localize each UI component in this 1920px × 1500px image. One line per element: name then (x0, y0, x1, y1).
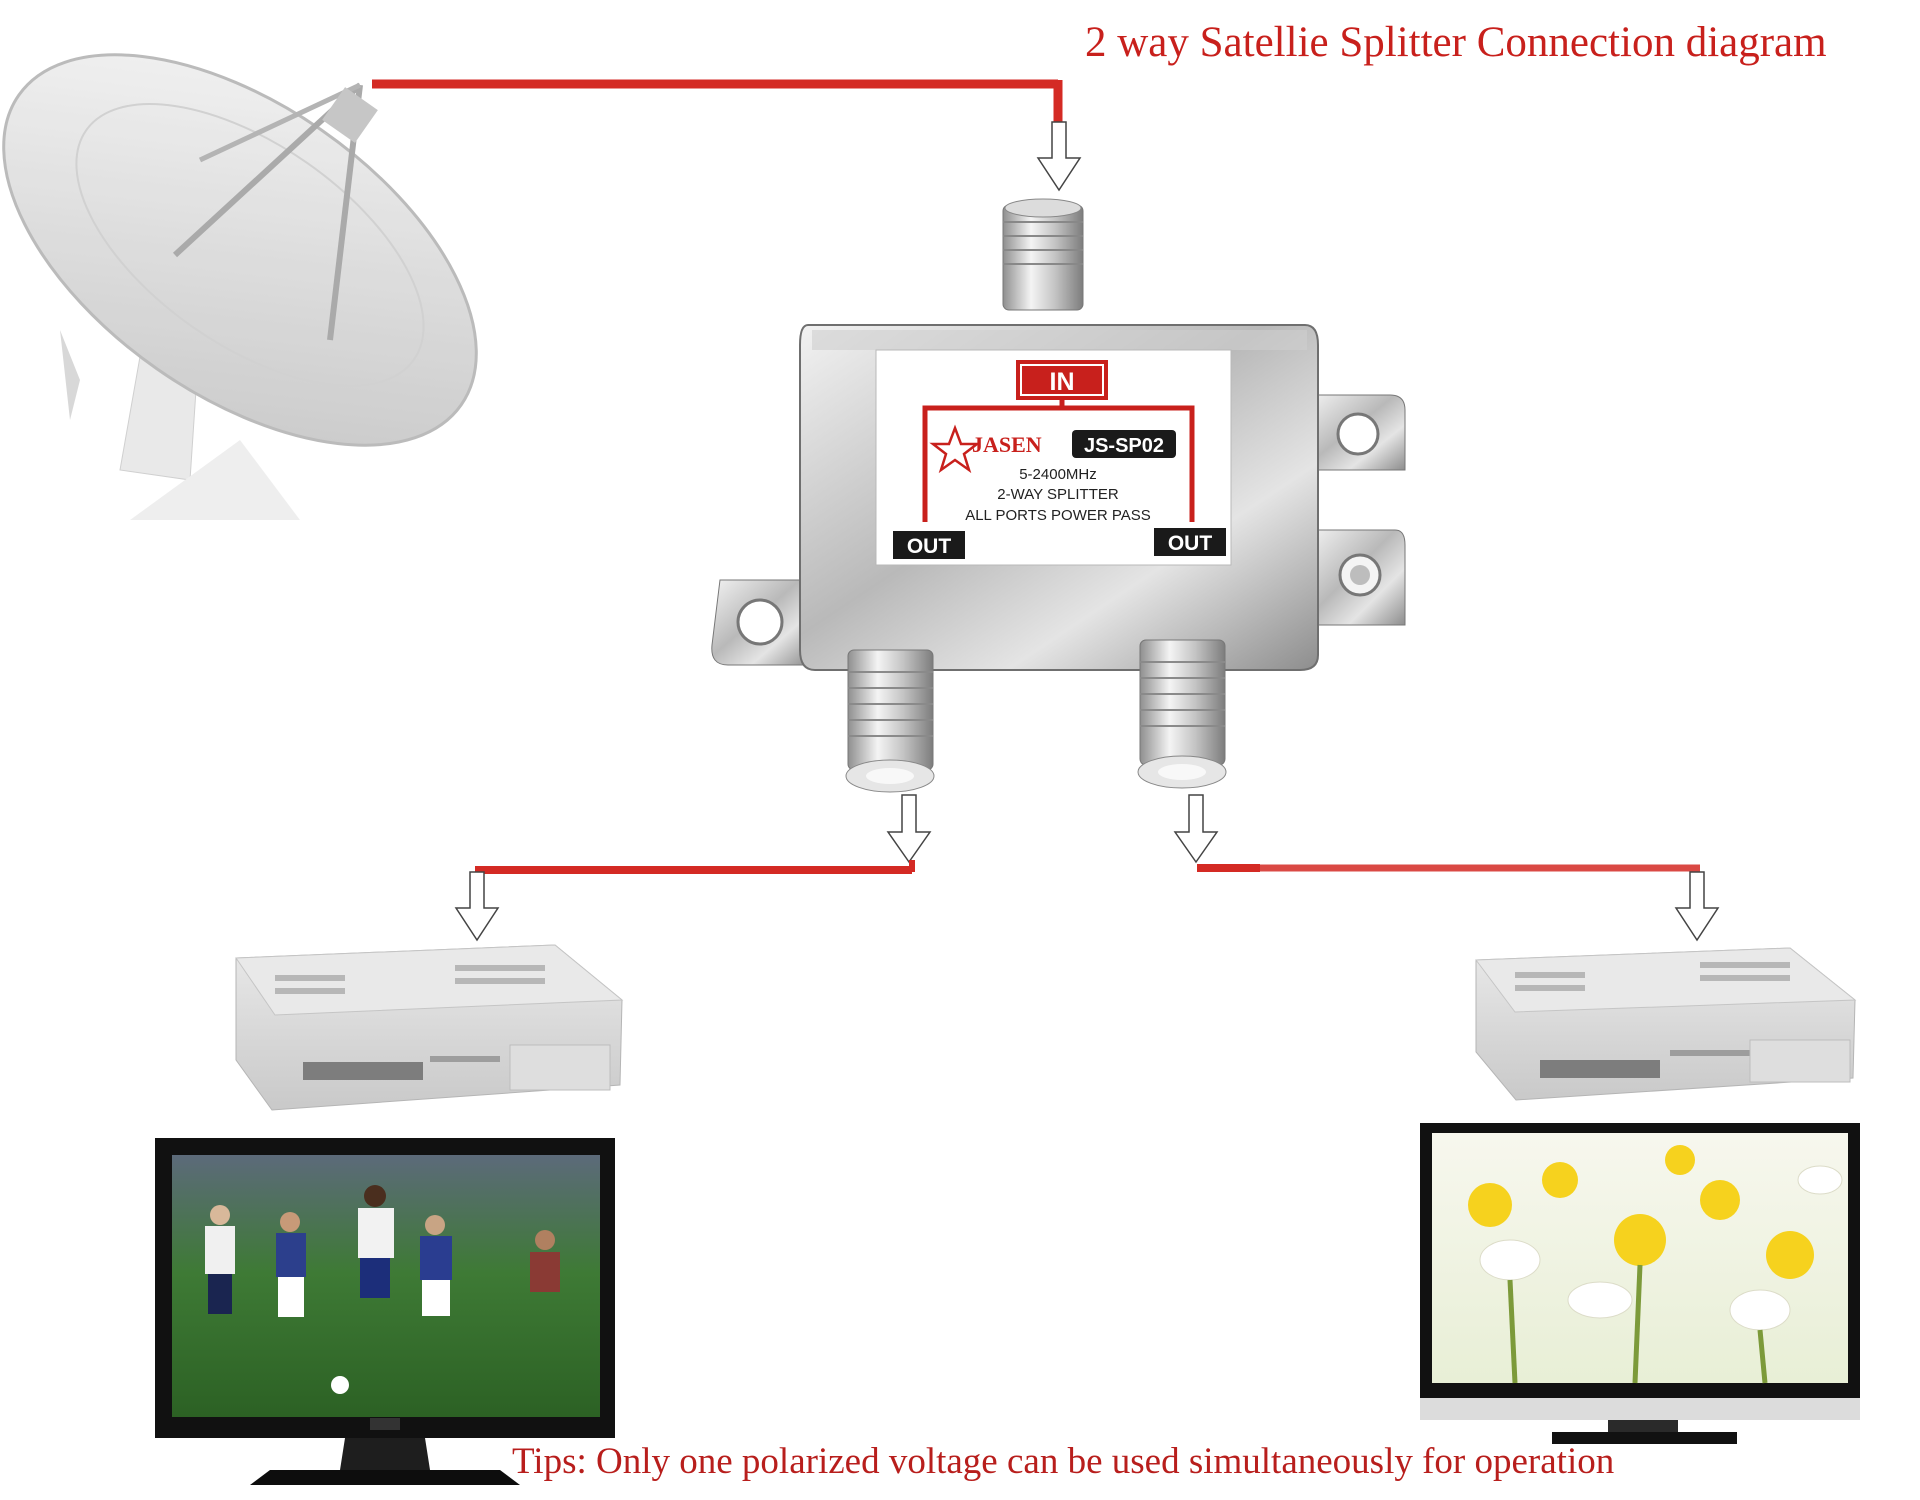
frequency-range: 5-2400MHz (1019, 466, 1097, 483)
receiver-box (235, 944, 624, 1111)
out-connector-right (1137, 639, 1227, 789)
splitter-device: IN JASEN JS-SP02 5-2400MHz 2-WAY SPLITTE… (711, 198, 1406, 793)
splitter-in-label: IN (1050, 368, 1075, 396)
satellite-dish-icon (2, 53, 478, 520)
star-logo-icon (929, 424, 981, 474)
arrow-down-icon (454, 871, 500, 942)
arrow-down-icon (1036, 121, 1082, 192)
arrow-down-icon (1674, 871, 1720, 942)
out-label-right: OUT (1168, 532, 1213, 555)
brand-name: JASEN (972, 432, 1042, 457)
out-label-left: OUT (907, 535, 952, 558)
receiver-box (1475, 947, 1857, 1101)
diagram-title: 2 way Satellie Splitter Connection diagr… (1085, 19, 1827, 66)
out-connector-left (845, 649, 935, 793)
splitter-type: 2-WAY SPLITTER (997, 486, 1119, 503)
arrow-down-icon (1173, 794, 1219, 864)
tv-screen-flowers (1468, 1145, 1843, 1384)
arrow-down-icon (886, 794, 932, 864)
tips-text: Tips: Only one polarized voltage can be … (512, 1441, 1615, 1482)
tv-screen-players (205, 1185, 560, 1394)
power-pass-text: ALL PORTS POWER PASS (965, 507, 1151, 524)
tv-monitor (1420, 1123, 1860, 1444)
cable-input (372, 79, 1063, 122)
tv-monitor (155, 1138, 615, 1485)
cable-output-left (475, 860, 915, 874)
model-number: JS-SP02 (1084, 435, 1164, 457)
